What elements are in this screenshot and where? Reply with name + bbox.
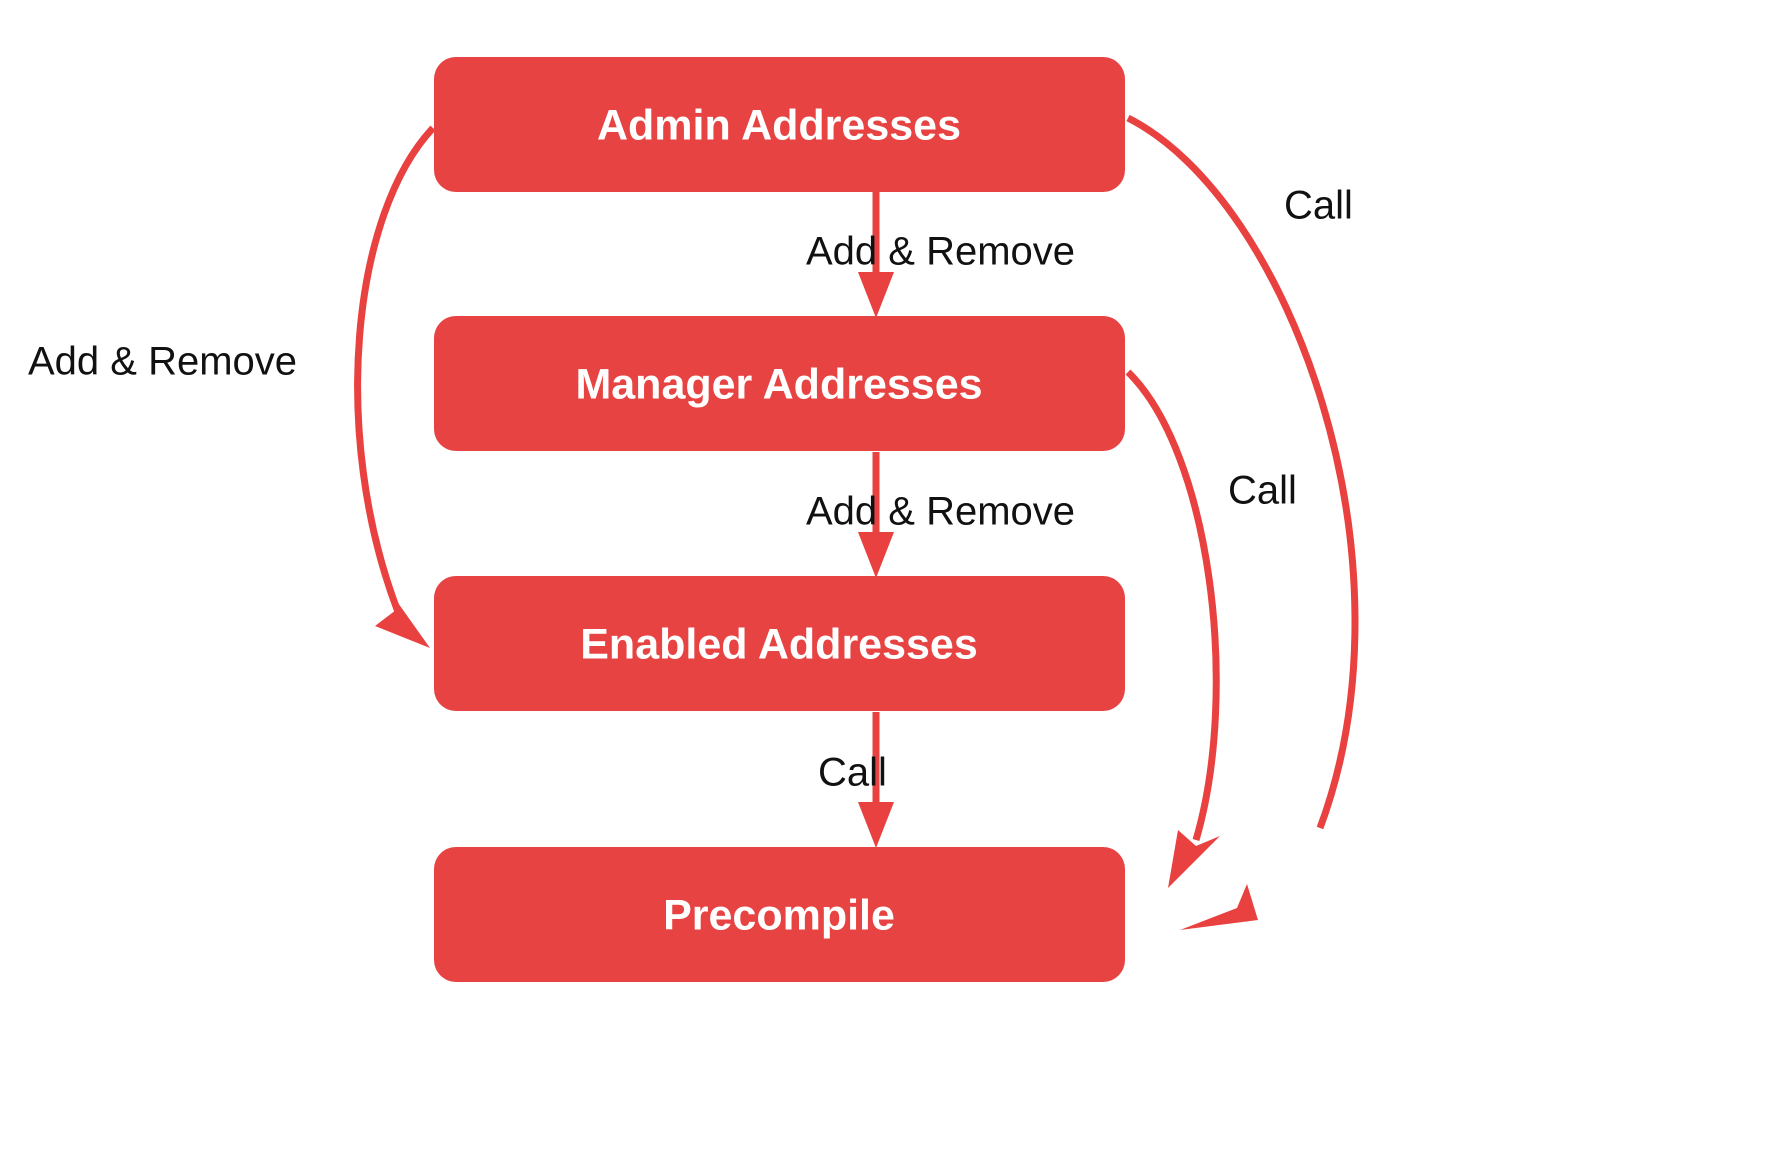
node-precompile-label: Precompile bbox=[663, 891, 895, 939]
edge-label-admin-precompile: Call bbox=[1284, 184, 1353, 228]
edge-admin-precompile bbox=[1126, 114, 1359, 930]
node-admin-addresses[interactable]: Admin Addresses bbox=[434, 57, 1125, 192]
edge-admin-enabled-curve bbox=[354, 125, 436, 614]
edge-label-manager-precompile: Call bbox=[1228, 469, 1297, 513]
node-manager-addresses-label: Manager Addresses bbox=[575, 360, 982, 408]
edge-admin-precompile-curve bbox=[1126, 114, 1359, 830]
node-manager-addresses-box[interactable] bbox=[434, 316, 1125, 451]
edge-admin-precompile-arrowhead bbox=[1180, 884, 1258, 930]
edge-label-admin-enabled: Add & Remove bbox=[28, 340, 297, 384]
edge-manager-enabled-arrowhead bbox=[858, 532, 894, 578]
edge-admin-manager bbox=[858, 192, 894, 318]
edge-admin-enabled-arrowhead bbox=[375, 586, 430, 648]
edge-label-manager-enabled: Add & Remove bbox=[806, 490, 1075, 534]
node-admin-addresses-label: Admin Addresses bbox=[597, 101, 961, 149]
node-precompile[interactable]: Precompile bbox=[434, 847, 1125, 982]
edge-manager-enabled bbox=[858, 452, 894, 578]
edge-enabled-precompile bbox=[858, 712, 894, 848]
edge-label-admin-manager: Add & Remove bbox=[806, 230, 1075, 274]
node-manager-addresses[interactable]: Manager Addresses bbox=[434, 316, 1125, 451]
node-enabled-addresses[interactable]: Enabled Addresses bbox=[434, 576, 1125, 711]
edge-admin-enabled bbox=[354, 125, 436, 648]
node-enabled-addresses-box[interactable] bbox=[434, 576, 1125, 711]
edge-admin-manager-arrowhead bbox=[858, 272, 894, 318]
node-enabled-addresses-label: Enabled Addresses bbox=[580, 620, 978, 668]
node-precompile-box[interactable] bbox=[434, 847, 1125, 982]
node-admin-addresses-box[interactable] bbox=[434, 57, 1125, 192]
edge-manager-precompile-curve bbox=[1125, 369, 1220, 841]
edge-manager-precompile bbox=[1125, 369, 1220, 888]
edge-manager-precompile-arrowhead bbox=[1168, 830, 1220, 888]
edge-label-enabled-precompile: Call bbox=[818, 751, 887, 795]
edge-enabled-precompile-arrowhead bbox=[858, 802, 894, 848]
